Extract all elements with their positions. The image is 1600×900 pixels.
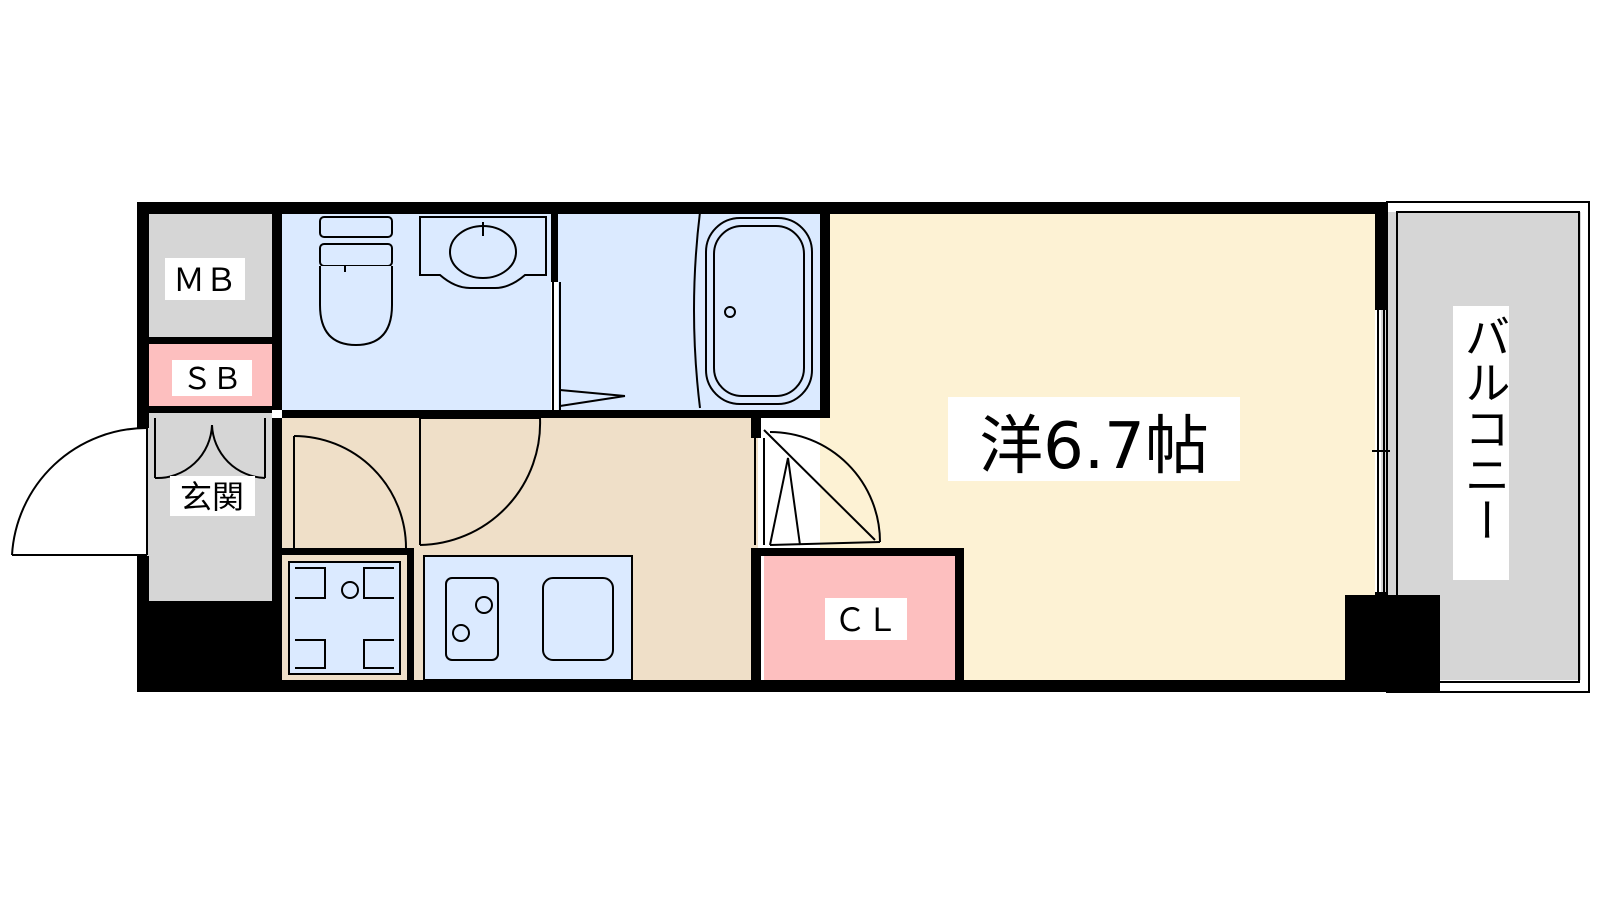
- balcony-outline: [1386, 201, 1590, 693]
- meter-box-label-bg: [165, 258, 245, 300]
- shoe-box-label-bg: [172, 360, 252, 396]
- entrance-label-bg: [170, 476, 255, 516]
- room-door: [754, 429, 881, 546]
- balcony-label-bg: [1453, 306, 1509, 580]
- main-room-label: 洋6.7帖: [979, 410, 1209, 484]
- wash-basin-fixture: [419, 216, 547, 289]
- closet-label: ＣＬ: [834, 601, 898, 639]
- bathtub-fixture: [693, 211, 813, 409]
- main-room-label-bg: [948, 397, 1240, 481]
- walls: [137, 202, 1440, 692]
- washer-door: [293, 435, 407, 549]
- entrance-door: [11, 426, 148, 556]
- bathroom-door: [419, 417, 542, 546]
- toilet-fixture: [319, 216, 393, 347]
- kitchen-counter-fixture: [423, 555, 633, 681]
- shoe-box-doors: [154, 418, 266, 480]
- bath-sliding-door: [552, 282, 626, 410]
- washing-machine-fixture: [288, 561, 401, 675]
- entrance-label: 玄関: [180, 478, 244, 516]
- shoe-box-label: ＳＢ: [182, 362, 242, 397]
- closet-label-bg: [825, 598, 907, 640]
- meter-box-label: ＭＢ: [173, 261, 237, 299]
- balcony-label: バルコニー: [1458, 313, 1512, 543]
